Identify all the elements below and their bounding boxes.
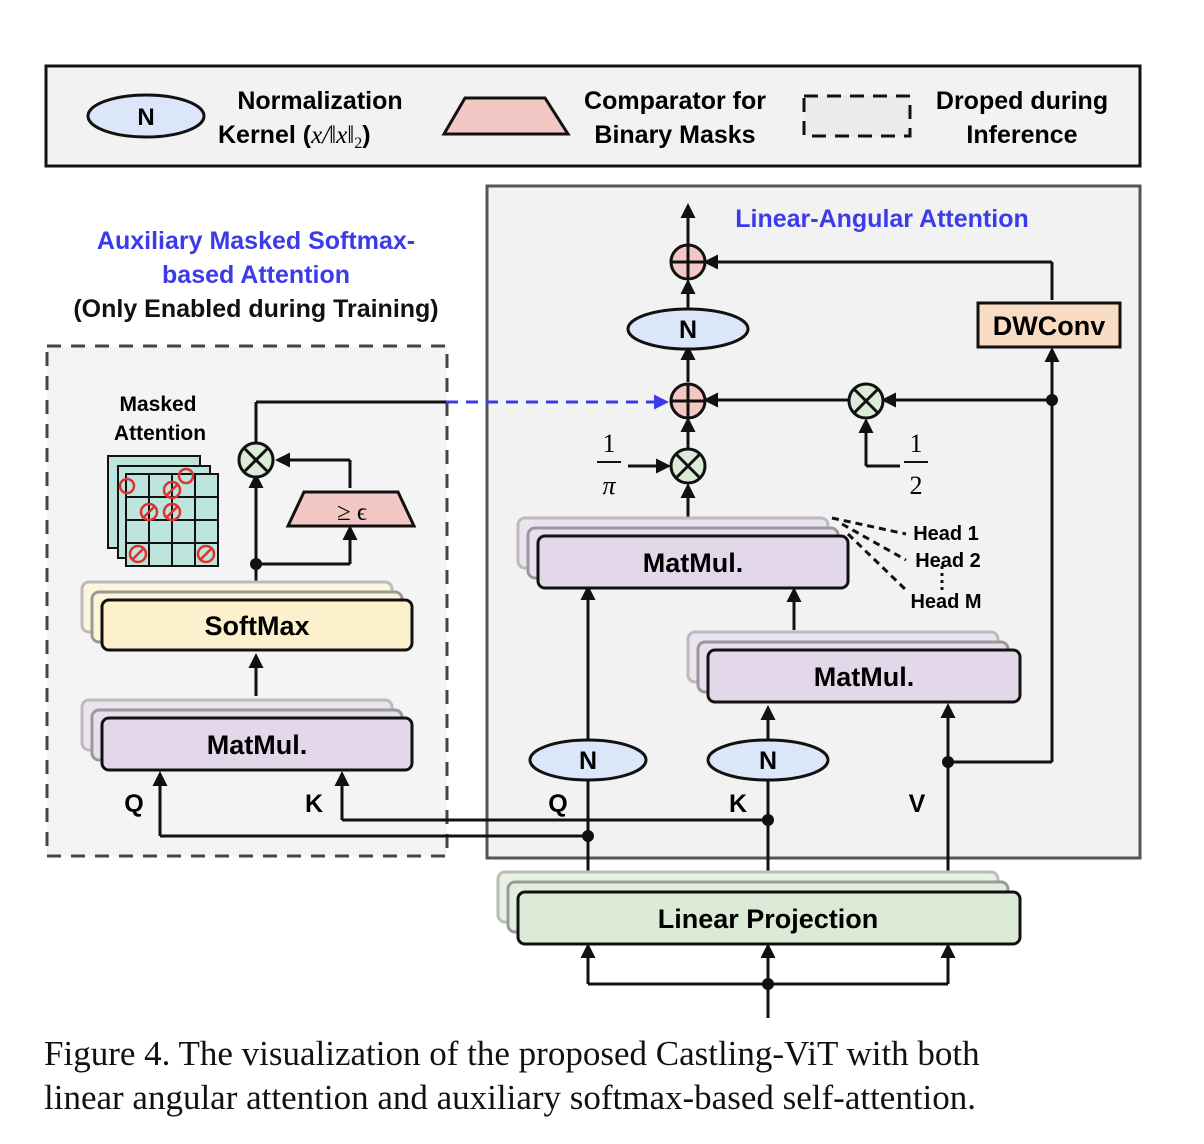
softmax-stack: SoftMax: [80, 580, 414, 652]
linear-projection-stack: Linear Projection: [496, 870, 1022, 946]
softmax-label: SoftMax: [204, 611, 309, 641]
k-norm-symbol: N: [759, 747, 777, 775]
aux-title-line2: based Attention: [162, 261, 350, 289]
k-norm: N: [706, 738, 830, 782]
aux-subtitle: (Only Enabled during Training): [73, 295, 438, 323]
legend-norm-icon: [86, 93, 206, 139]
masked-attention-grid: [107, 455, 219, 567]
left-k-label: K: [305, 790, 323, 818]
frac-half: 1 2: [904, 429, 928, 500]
top-add-node: [669, 243, 707, 281]
legend-box: [44, 64, 1142, 168]
bottom-matmul-stack: MatMul.: [686, 630, 1022, 704]
left-matmul-label: MatMul.: [207, 730, 308, 760]
half-multiply: [847, 382, 885, 420]
comparator-label: ≥ ϵ: [337, 499, 367, 526]
figure-caption: Figure 4. The visualization of the propo…: [44, 1032, 1174, 1120]
aux-title-line1: Auxiliary Masked Softmax-: [97, 227, 415, 255]
legend-norm-line1: Normalization: [237, 87, 402, 115]
output-norm: N: [626, 307, 750, 351]
frac-pi-den: π: [602, 471, 616, 500]
architecture-diagram: N Normalization Kernel (x/‖x‖2) Comparat…: [44, 64, 1142, 1018]
legend-comp-line1: Comparator for: [584, 87, 766, 115]
right-k-label: K: [729, 790, 747, 818]
q-norm: N: [528, 738, 648, 782]
head-m-label: Head M: [910, 591, 981, 613]
legend-drop-line1: Droped during: [936, 87, 1108, 115]
left-matmul-stack: MatMul.: [80, 698, 414, 772]
junction-dots: [250, 394, 1058, 990]
dwconv-box: DWConv: [976, 301, 1122, 349]
top-matmul-label: MatMul.: [643, 548, 744, 578]
legend-drop-line2: Inference: [966, 121, 1077, 149]
linear-angular-title: Linear-Angular Attention: [735, 205, 1029, 233]
legend-dropped-icon: [802, 94, 912, 138]
pi-multiply: [669, 447, 707, 485]
mid-add-node: [669, 382, 707, 420]
masked-attention-line2: Attention: [114, 422, 206, 445]
threshold-comparator: ≥ ϵ: [285, 490, 417, 528]
frac-pi: 1 π: [597, 429, 621, 500]
caption-line2: linear angular attention and auxiliary s…: [44, 1078, 977, 1117]
caption-line1: Figure 4. The visualization of the propo…: [44, 1034, 980, 1073]
frac-half-num: 1: [910, 429, 923, 458]
head-1-label: Head 1: [913, 523, 979, 545]
legend-norm-symbol: N: [137, 104, 154, 131]
q-norm-symbol: N: [579, 747, 597, 775]
right-q-label: Q: [548, 790, 567, 818]
top-matmul-stack: MatMul.: [516, 516, 850, 590]
left-q-label: Q: [124, 790, 143, 818]
frac-half-den: 2: [910, 471, 923, 500]
legend: N Normalization Kernel (x/‖x‖2) Comparat…: [44, 64, 1142, 168]
legend-norm-line2: Kernel (x/‖x‖2): [218, 121, 371, 152]
legend-comp-line2: Binary Masks: [594, 121, 755, 149]
bottom-matmul-label: MatMul.: [814, 662, 915, 692]
mask-multiply: [237, 441, 275, 479]
frac-pi-num: 1: [603, 429, 616, 458]
head-2-label: Head 2: [915, 550, 981, 572]
linear-projection-label: Linear Projection: [658, 904, 879, 934]
output-norm-symbol: N: [679, 316, 697, 344]
dwconv-label: DWConv: [993, 311, 1105, 341]
masked-attention-line1: Masked: [119, 393, 196, 416]
right-v-label: V: [909, 790, 926, 818]
legend-comparator-icon: [441, 96, 571, 136]
